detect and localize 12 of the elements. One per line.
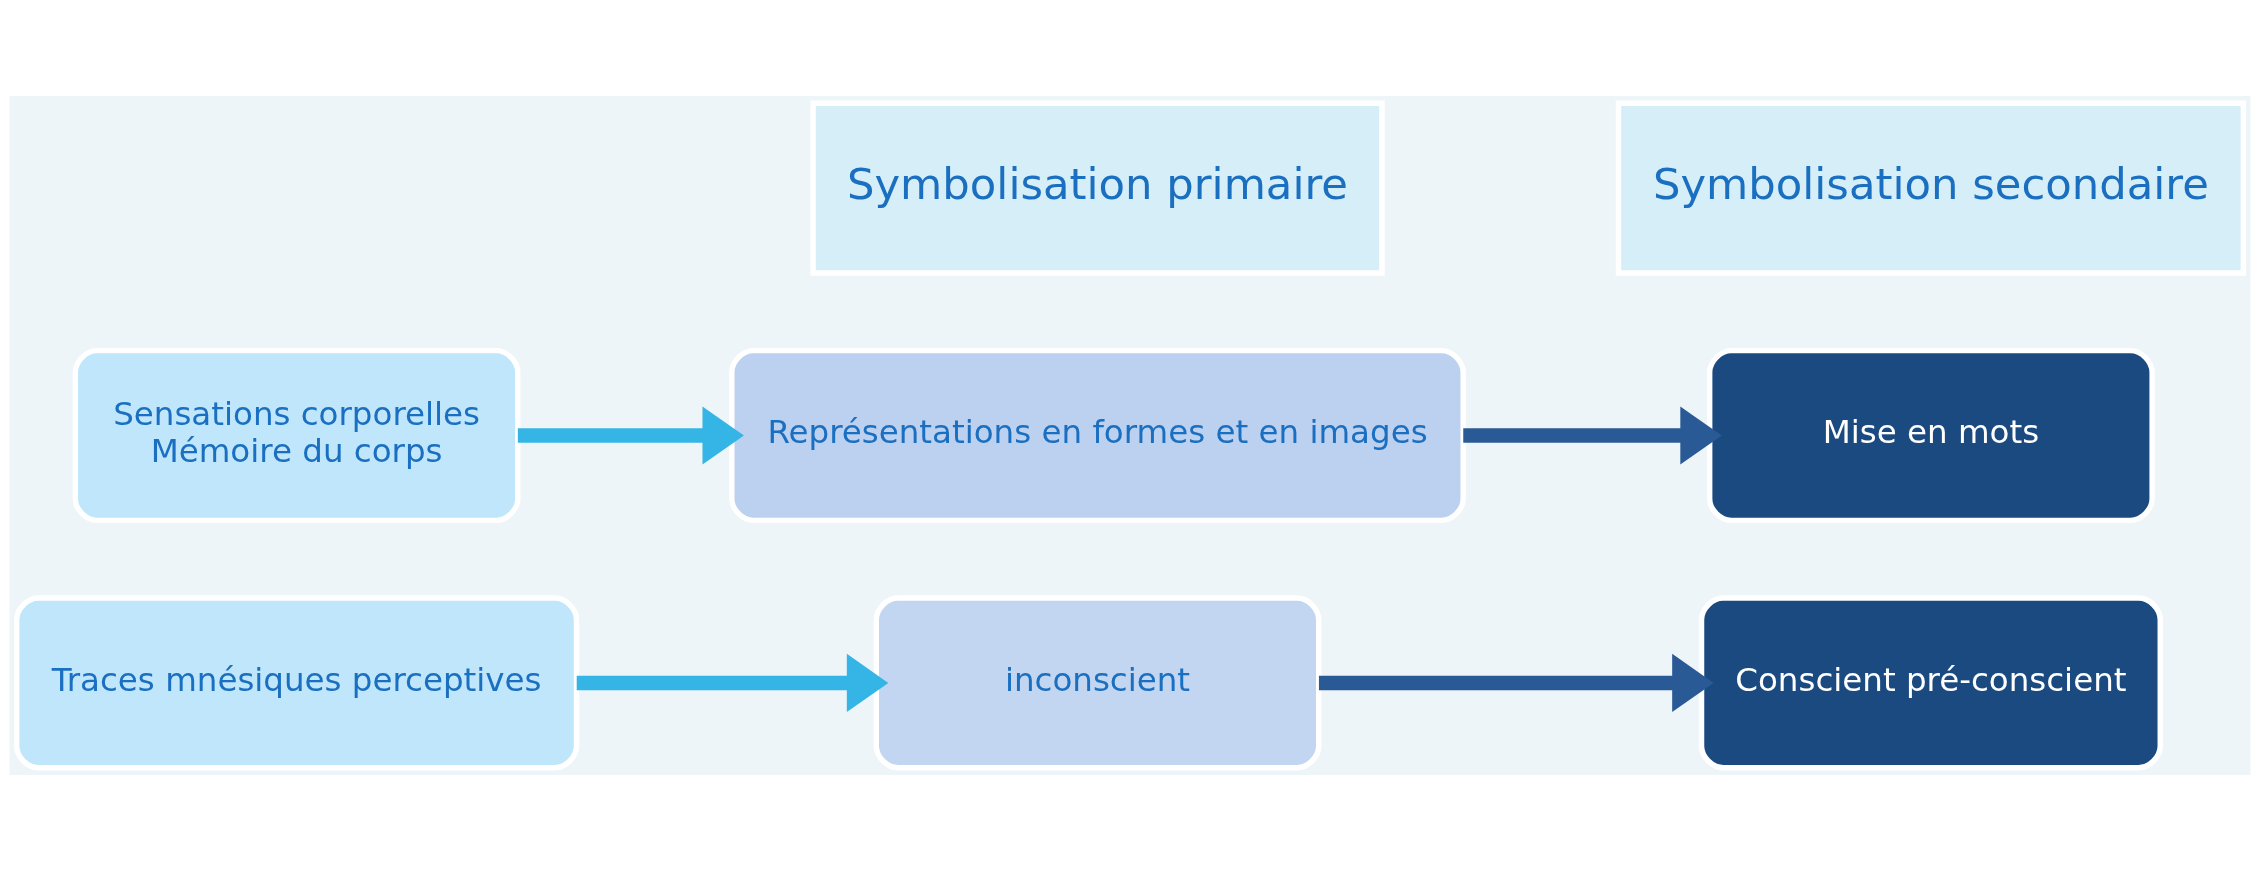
node-box: Mise en mots (1706, 347, 2155, 523)
arrow (1463, 405, 1722, 465)
arrow (576, 653, 889, 712)
arrow (517, 405, 744, 465)
arrow (1318, 653, 1714, 712)
node-box: Symbolisation secondaire (1615, 100, 2246, 276)
node-box: Représentations en formes et en images (729, 347, 1466, 523)
node-box: Conscient pré-conscient (1698, 594, 2163, 770)
node-box: Symbolisation primaire (810, 100, 1385, 276)
node-box: Sensations corporelles Mémoire du corps (72, 347, 521, 523)
node-box: inconscient (873, 594, 1322, 770)
node-box: Traces mnésiques perceptives (14, 594, 580, 770)
